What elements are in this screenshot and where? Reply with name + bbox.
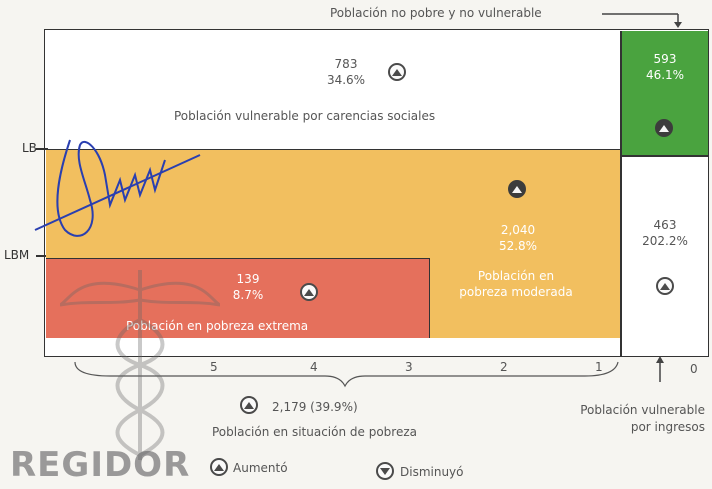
tick-1: 1 (595, 360, 603, 374)
no-pobre-value: 593 (653, 52, 677, 66)
vulnerable-social-value: 783 (334, 57, 358, 71)
vertical-divider (620, 31, 622, 356)
block-vulnerable-ingresos: 463 202.2% (622, 157, 708, 356)
lb-label: LB (22, 141, 37, 155)
tick-4: 4 (310, 360, 318, 374)
tick-5: 5 (210, 360, 218, 374)
poverty-total: 2,179 (39.9%) (272, 400, 358, 414)
pobreza-moderada-pct: 52.8% (498, 239, 538, 253)
tick-2: 2 (500, 360, 508, 374)
legend-down-arrow-icon (376, 462, 394, 480)
pobreza-extrema-label: Población en pobreza extrema (126, 319, 309, 333)
up-arrow-icon (240, 396, 258, 414)
block-no-pobre: 593 46.1% (622, 31, 708, 156)
caduceus-watermark-icon (60, 270, 220, 460)
poverty-total-label: Población en situación de pobreza (212, 425, 417, 439)
up-arrow-icon (656, 277, 674, 295)
tick-0: 0 (690, 362, 698, 376)
up-arrow-icon (508, 180, 526, 198)
tick-3: 3 (405, 360, 413, 374)
pobreza-moderada-value: 2,040 (500, 223, 536, 237)
legend-up-label: Aumentó (233, 461, 288, 475)
block-pobreza-extrema: 139 8.7% Población en pobreza extrema (46, 258, 430, 338)
green-bottom-divider (622, 155, 708, 157)
handwritten-signature (34, 139, 201, 237)
vulnerable-ingresos-label-2: por ingresos (630, 420, 705, 434)
vulnerable-ingresos-label-1: Población vulnerable (580, 403, 705, 417)
legend-up-arrow-icon (210, 458, 228, 476)
no-pobre-pct: 46.1% (645, 68, 685, 82)
block-vulnerable-social: 783 34.6% Población vulnerable por caren… (46, 31, 620, 149)
legend-down-label: Disminuyó (400, 465, 464, 479)
top-label: Población no pobre y no vulnerable (330, 6, 542, 20)
poverty-brace (74, 361, 619, 388)
vulnerable-social-pct: 34.6% (326, 73, 366, 87)
pobreza-extrema-value: 139 (236, 272, 260, 286)
lb-tick (36, 148, 48, 150)
regidor-stamp: REGIDOR (10, 445, 191, 485)
up-arrow-icon (300, 283, 318, 301)
top-label-arrow (602, 13, 682, 28)
pobreza-moderada-label-2: pobreza moderada (459, 285, 573, 299)
vulnerable-ingresos-pct: 202.2% (642, 234, 688, 248)
up-arrow-icon (388, 63, 406, 81)
frame-bottom-strip (46, 338, 620, 356)
lbm-label: LBM (4, 248, 30, 262)
pobreza-extrema-pct: 8.7% (232, 288, 264, 302)
lbm-tick (36, 255, 48, 257)
up-arrow-icon (655, 119, 673, 137)
vulnerable-social-label: Población vulnerable por carencias socia… (174, 109, 436, 123)
ingresos-pointer-arrow (656, 356, 664, 382)
vulnerable-ingresos-value: 463 (653, 218, 677, 232)
pobreza-moderada-label-1: Población en (477, 269, 555, 283)
